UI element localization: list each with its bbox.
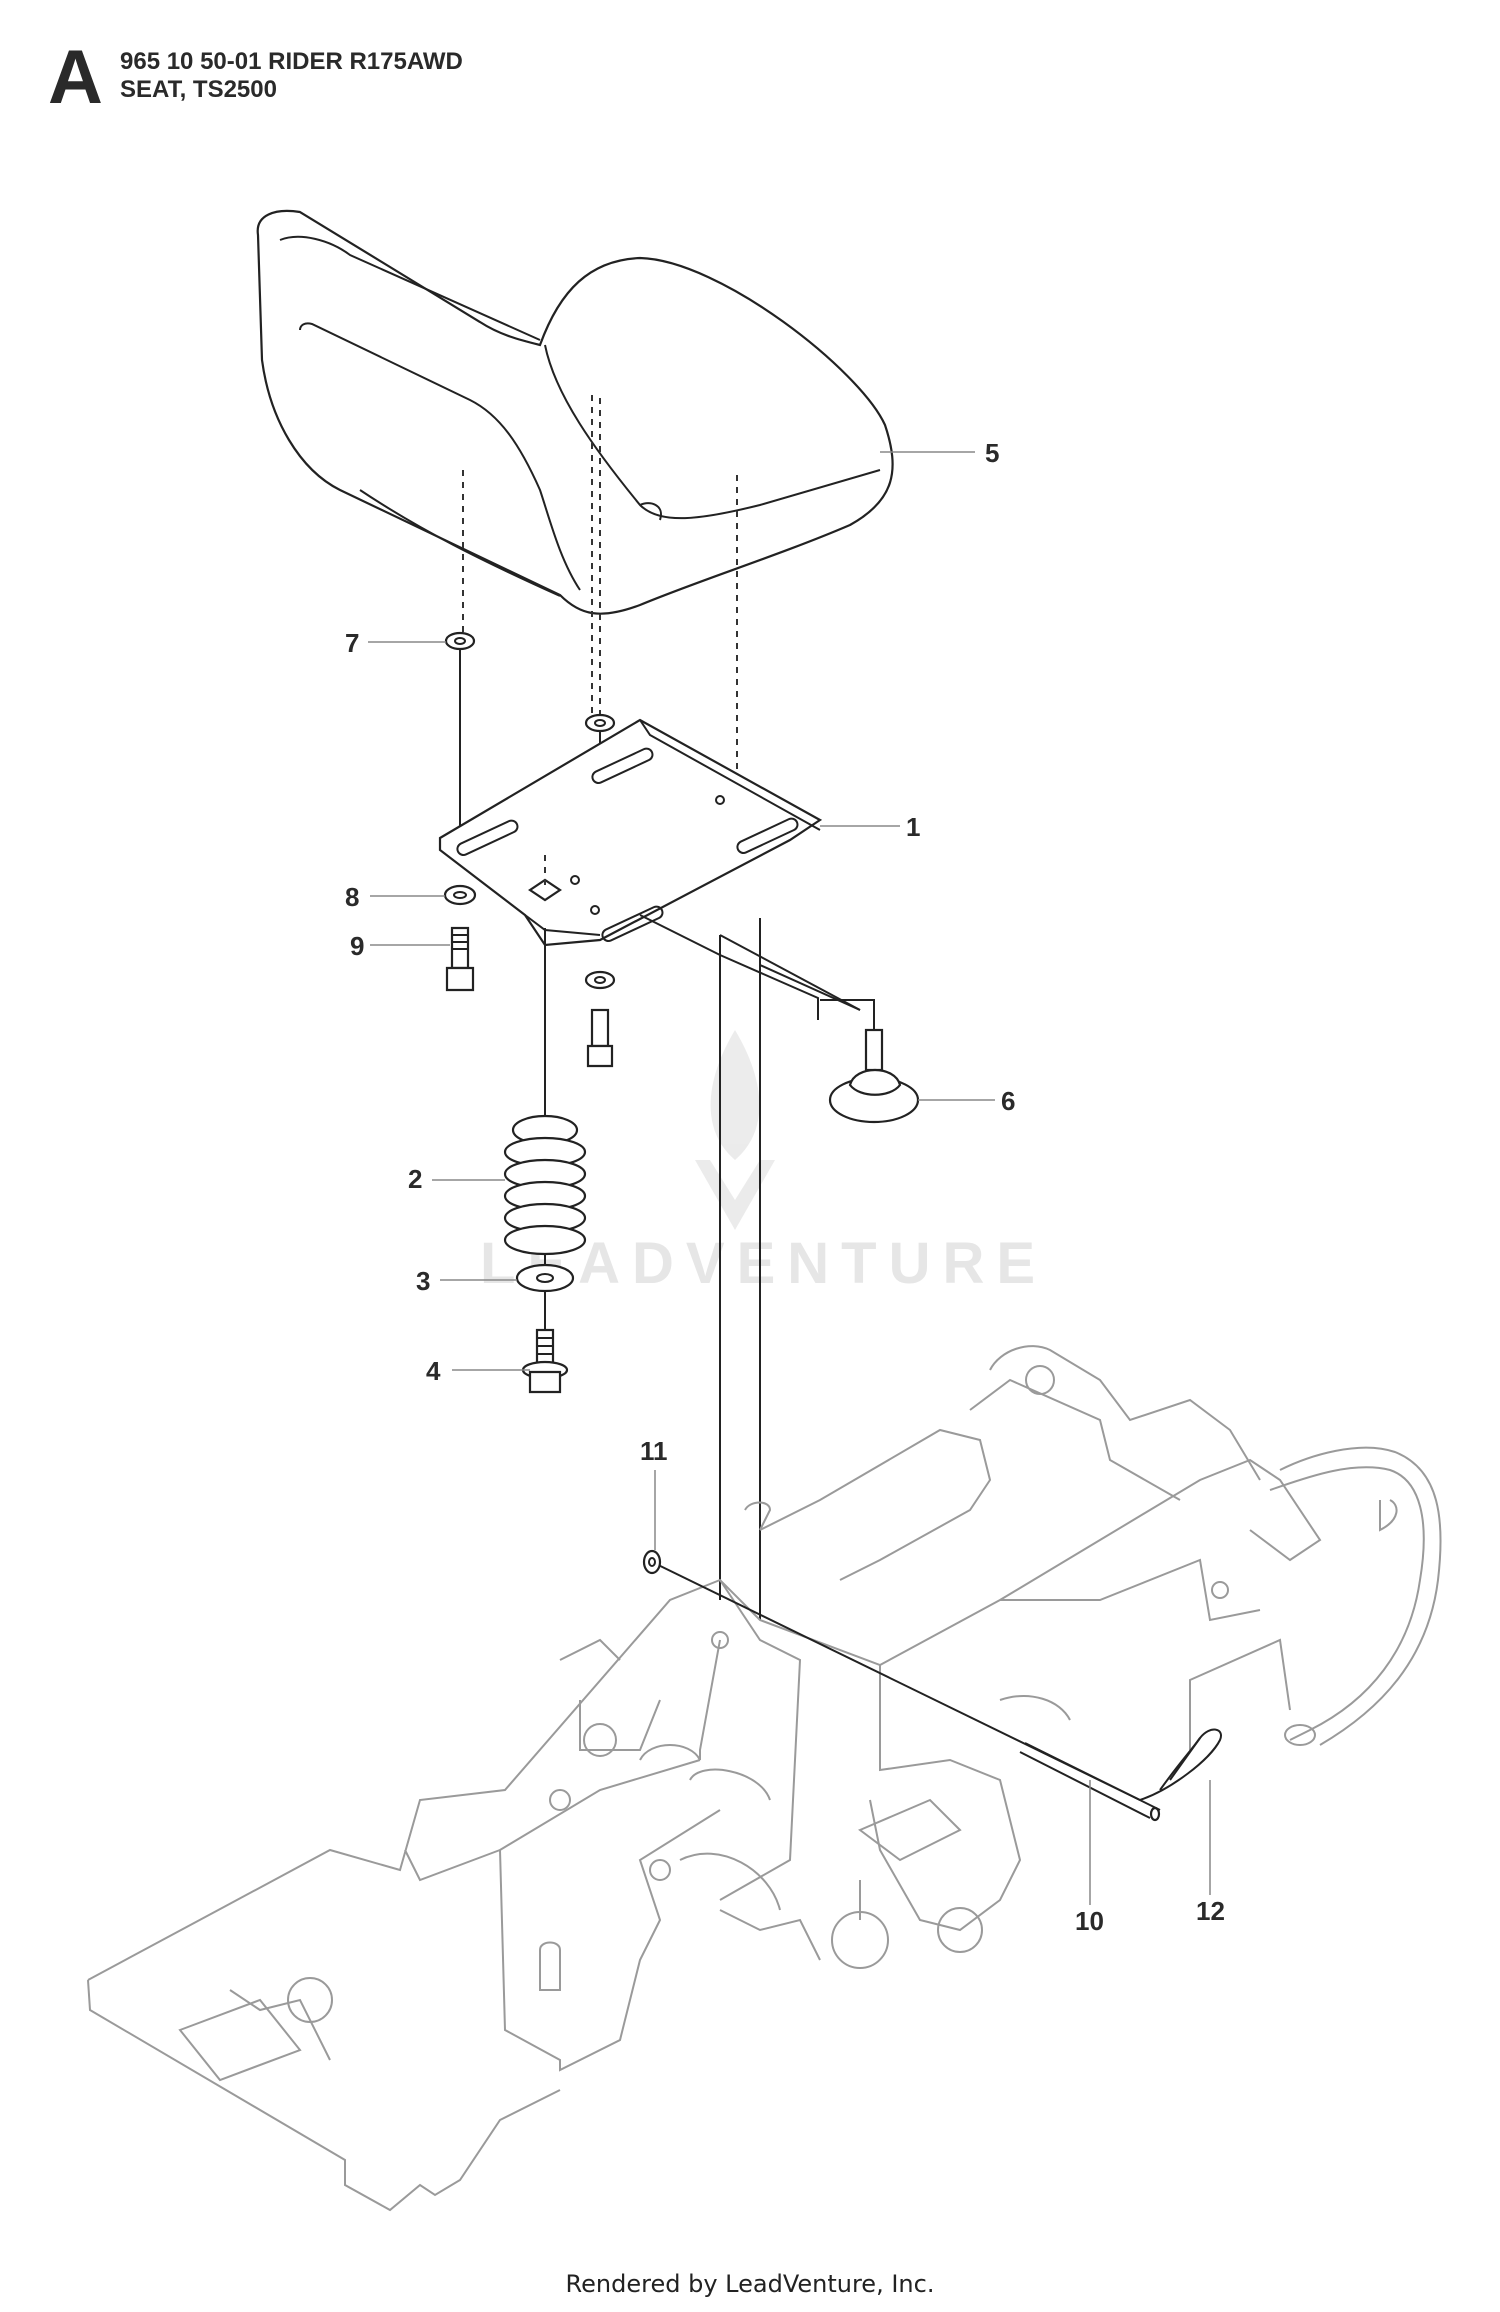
bolt-lower bbox=[586, 1008, 614, 1068]
leader-lines bbox=[368, 451, 1211, 1905]
callout-3: 3 bbox=[416, 1266, 430, 1296]
washer-7 bbox=[444, 631, 476, 840]
spring-2 bbox=[503, 1114, 587, 1265]
callout-5: 5 bbox=[985, 438, 999, 468]
callout-8: 8 bbox=[345, 882, 359, 912]
callout-7: 7 bbox=[345, 628, 359, 658]
diagram-subtitle: SEAT, TS2500 bbox=[120, 76, 277, 103]
callout-1: 1 bbox=[906, 812, 920, 842]
seat-plate bbox=[438, 718, 823, 947]
clip-11 bbox=[642, 1549, 662, 1575]
callouts: 1 2 3 4 5 6 7 8 9 10 11 12 bbox=[345, 438, 1225, 1936]
callout-4: 4 bbox=[426, 1356, 441, 1386]
washer-8 bbox=[443, 884, 477, 906]
pin-10 bbox=[647, 1559, 1161, 1822]
callout-10: 10 bbox=[1075, 1906, 1104, 1936]
bolt-9 bbox=[445, 926, 475, 992]
callout-2: 2 bbox=[408, 1164, 422, 1194]
watermark-logo bbox=[695, 1030, 775, 1230]
callout-11: 11 bbox=[640, 1436, 668, 1466]
callout-6: 6 bbox=[1001, 1086, 1015, 1116]
chassis-frame bbox=[87, 1345, 1442, 2212]
diagram-title: 965 10 50-01 RIDER R175AWD bbox=[120, 48, 463, 75]
washer-3 bbox=[515, 1263, 575, 1330]
hair-pin-12 bbox=[1139, 1728, 1222, 1801]
washer-lower bbox=[584, 970, 616, 990]
bolt-4 bbox=[521, 1328, 569, 1394]
knob-6 bbox=[639, 914, 920, 1124]
callout-12: 12 bbox=[1196, 1896, 1225, 1926]
footer-credit: Rendered by LeadVenture, Inc. bbox=[565, 2270, 935, 2298]
callout-9: 9 bbox=[350, 931, 364, 961]
seat bbox=[256, 209, 894, 615]
section-letter: A bbox=[48, 35, 103, 120]
